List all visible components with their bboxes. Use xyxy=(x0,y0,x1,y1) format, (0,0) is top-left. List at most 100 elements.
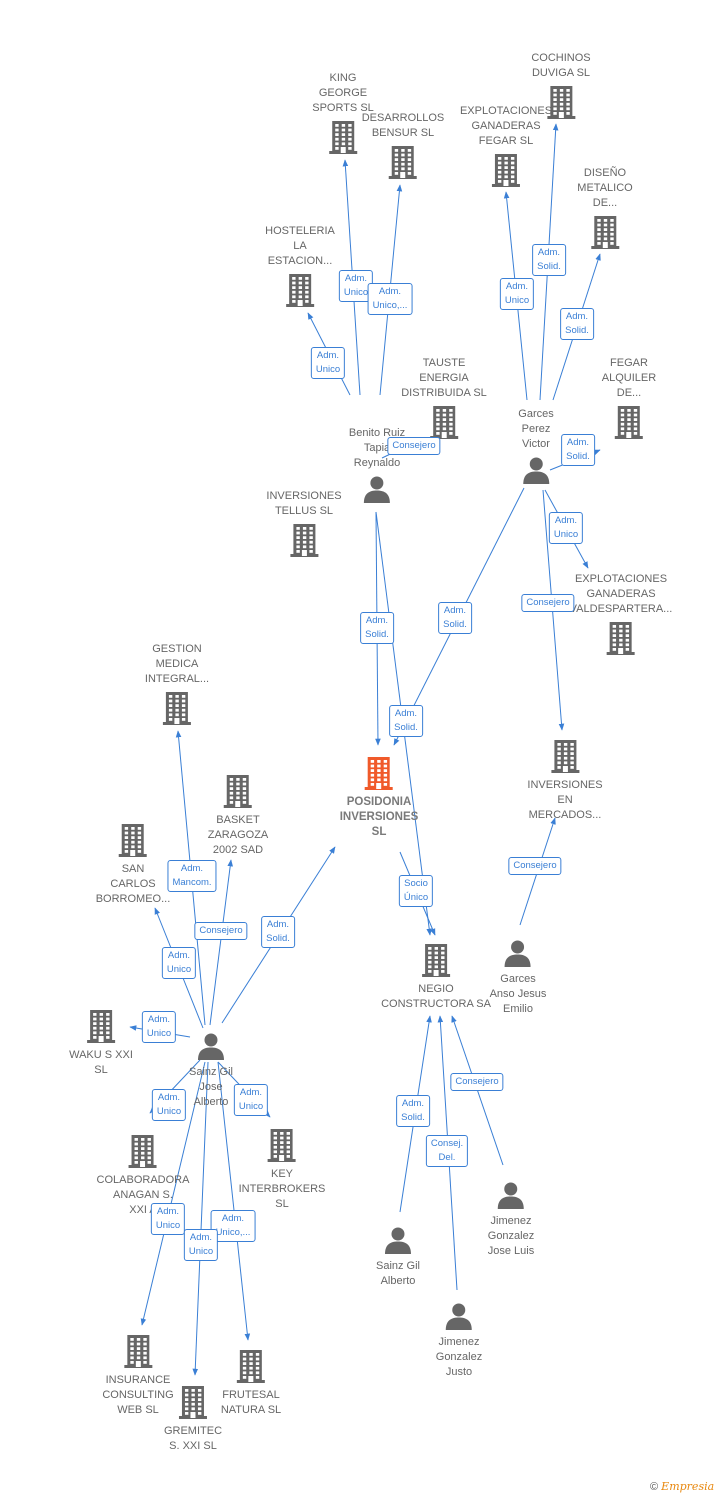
edge-label[interactable]: Adm.Solid. xyxy=(360,612,394,644)
edge-label[interactable]: Adm.Solid. xyxy=(438,602,472,634)
edge-label[interactable]: Adm.Solid. xyxy=(560,308,594,340)
node-label-line: SAN xyxy=(121,863,145,875)
building-icon-wrap xyxy=(208,773,269,809)
building-icon xyxy=(606,622,635,655)
edge-label[interactable]: Adm.Mancom. xyxy=(167,860,217,892)
edge-label-line: Mancom. xyxy=(172,877,212,888)
edge-label[interactable]: Adm.Unico xyxy=(161,947,197,979)
node-label-line: DE... xyxy=(616,387,642,399)
edge-label[interactable]: Adm.Unico xyxy=(310,347,346,379)
edge-label-line: Solid. xyxy=(443,619,467,630)
edge-label-line: Adm. xyxy=(566,437,590,448)
edge-label-line: Unico xyxy=(156,1106,182,1117)
edge-label[interactable]: Consej.Del. xyxy=(425,1135,469,1167)
node-label-line: ZARAGOZA xyxy=(207,829,269,841)
edge-label[interactable]: Adm.Unico,... xyxy=(367,283,413,315)
footer-brand: © Empresia xyxy=(650,1480,714,1493)
edge-label[interactable]: Adm.Unico xyxy=(548,512,584,544)
edge-label[interactable]: Adm.Solid. xyxy=(396,1095,430,1127)
edge-label[interactable]: Adm.Unico xyxy=(183,1229,219,1261)
node-label-line: FRUTESAL xyxy=(222,1389,280,1401)
edge-label-line: Consejero xyxy=(199,925,243,936)
node-label-line: CONSULTING xyxy=(102,1389,174,1401)
node-label-line: EXPLOTACIONES xyxy=(459,105,553,117)
building-icon xyxy=(119,824,147,857)
node-label-line: INTEGRAL... xyxy=(144,673,210,685)
edge-label[interactable]: Consejero xyxy=(508,857,562,875)
edge-label-line: Unico xyxy=(166,964,192,975)
building-icon xyxy=(389,146,417,179)
node-label-line: CONSTRUCTORA SA xyxy=(381,998,491,1010)
building-icon xyxy=(491,154,520,187)
edge-label[interactable]: Adm.Unico xyxy=(233,1084,269,1116)
edge-label[interactable]: Adm.Solid. xyxy=(532,244,566,276)
node-label-line: SPORTS SL xyxy=(312,102,374,114)
edge-label[interactable]: Adm.Solid. xyxy=(261,916,295,948)
building-icon-wrap xyxy=(102,1333,173,1369)
node-label-line: ANAGAN S. xyxy=(113,1189,173,1201)
edge-label[interactable]: Consejero xyxy=(387,437,441,455)
building-icon-wrap xyxy=(221,1348,281,1384)
edge-label-line: Unico xyxy=(188,1246,214,1257)
edge-label[interactable]: Adm.Unico,... xyxy=(210,1210,256,1242)
building-icon xyxy=(590,216,619,249)
edge-label[interactable]: Adm.Unico xyxy=(338,270,374,302)
edge-label[interactable]: Adm.Solid. xyxy=(389,705,423,737)
edge-label-line: Unico xyxy=(155,1220,181,1231)
edge-label[interactable]: Adm.Solid. xyxy=(561,434,595,466)
edge-label[interactable]: Consejero xyxy=(450,1073,504,1091)
edge-label-line: Unico xyxy=(238,1101,264,1112)
edge-label[interactable]: Adm.Unico xyxy=(141,1011,177,1043)
edge-label[interactable]: Consejero xyxy=(521,594,575,612)
edge-label-line: Consej. xyxy=(430,1138,464,1149)
person-icon xyxy=(363,476,390,503)
edge-label[interactable]: Consejero xyxy=(194,922,248,940)
node-label-line: INTERBROKERS xyxy=(238,1183,326,1195)
building-icon-wrap xyxy=(401,404,487,440)
person-icon xyxy=(198,1033,224,1060)
node-label-line: Garces xyxy=(500,973,536,985)
edge-e_basket xyxy=(209,859,233,1026)
building-icon xyxy=(237,1350,265,1383)
edge-label[interactable]: Adm.Unico xyxy=(150,1203,186,1235)
node-label-line: EN xyxy=(557,794,573,806)
node-label-line: BASKET xyxy=(216,814,260,826)
edge-label-line: Adm. xyxy=(537,247,561,258)
edge-label[interactable]: Adm.Unico xyxy=(499,278,535,310)
building-icon xyxy=(547,86,575,119)
edge-label[interactable]: Adm.Unico xyxy=(151,1089,187,1121)
